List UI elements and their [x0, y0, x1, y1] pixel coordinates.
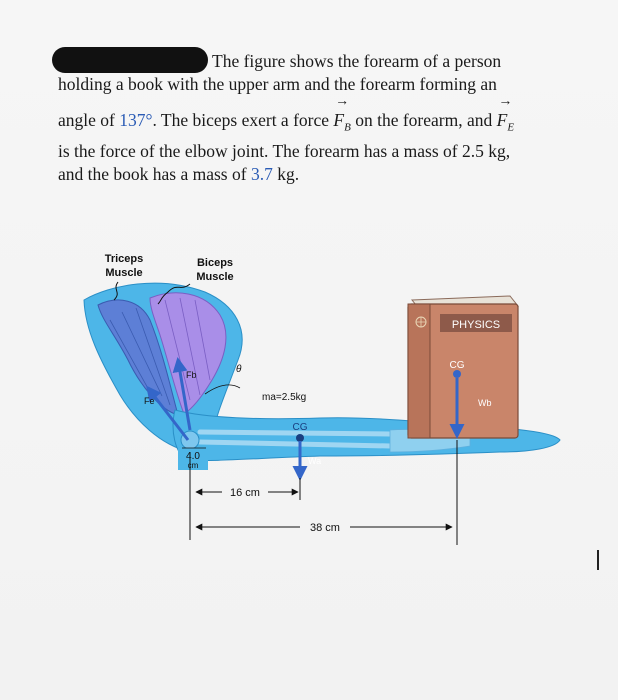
- fb-symbol: F: [333, 110, 345, 130]
- problem-line-2: holding a book with the upper arm and th…: [58, 74, 497, 94]
- biceps-muscle: [149, 292, 227, 415]
- dist-4-unit: cm: [188, 461, 199, 470]
- fe-sub: E: [507, 121, 515, 134]
- forearm-mass-label: ma=2.5kg: [262, 392, 306, 403]
- dist-4-value: 4.0: [186, 451, 200, 462]
- stray-mark: [597, 550, 599, 570]
- elbow-force-arrow: [146, 385, 190, 441]
- problem-statement: The figure shows the forearm of a person…: [58, 50, 548, 186]
- problem-line-4: is the force of the elbow joint. The for…: [58, 140, 511, 161]
- fe-symbol: F: [496, 110, 508, 130]
- book-title: PHYSICS: [452, 319, 500, 331]
- dist-16-label: 16 cm: [230, 487, 260, 499]
- problem-line-5: and the book has a mass of 3.7 kg.: [58, 163, 548, 186]
- triceps-leader: [113, 281, 119, 301]
- triceps-label-2: Muscle: [105, 267, 142, 279]
- book-mass-value: 3.7: [250, 163, 273, 184]
- forearm-cg-dot: [296, 434, 304, 442]
- forearm-weight-label: Wa: [308, 456, 321, 466]
- biceps-leader: [157, 283, 191, 305]
- line5-text-a: and the book has a mass of: [58, 163, 251, 184]
- dist-38-label: 38 cm: [310, 522, 340, 534]
- theta-label: θ: [236, 364, 242, 375]
- biceps-force-arrow: [172, 357, 192, 431]
- line5-text-b: kg.: [272, 163, 300, 184]
- biceps-force-label: Fb: [186, 370, 197, 380]
- triceps-label-1: Triceps: [105, 253, 144, 265]
- problem-line-3: angle of 137°. The biceps exert a force …: [58, 94, 548, 140]
- elbow-force-label: Fe: [144, 396, 155, 406]
- biceps-label-2: Muscle: [196, 271, 233, 283]
- forearm-bones: [197, 429, 393, 449]
- problem-line-1: The figure shows the forearm of a person: [212, 51, 502, 71]
- book-weight-label: Wb: [478, 398, 492, 408]
- biceps-label-1: Biceps: [197, 257, 233, 269]
- book-cg-dot: [453, 370, 461, 378]
- fb-vector: →FB: [333, 94, 351, 134]
- redaction-bar: [52, 47, 208, 73]
- book-cg-label: CG: [450, 360, 465, 371]
- forearm-cg-label: CG: [293, 422, 308, 433]
- fb-sub: B: [344, 121, 351, 134]
- line3-text-a: angle of: [58, 110, 120, 130]
- fe-vector: →FE: [496, 94, 515, 134]
- line3-text-b: . The biceps exert a force: [152, 110, 334, 130]
- line3-text-c: on the forearm, and: [350, 110, 497, 130]
- angle-value: 137°: [119, 110, 153, 130]
